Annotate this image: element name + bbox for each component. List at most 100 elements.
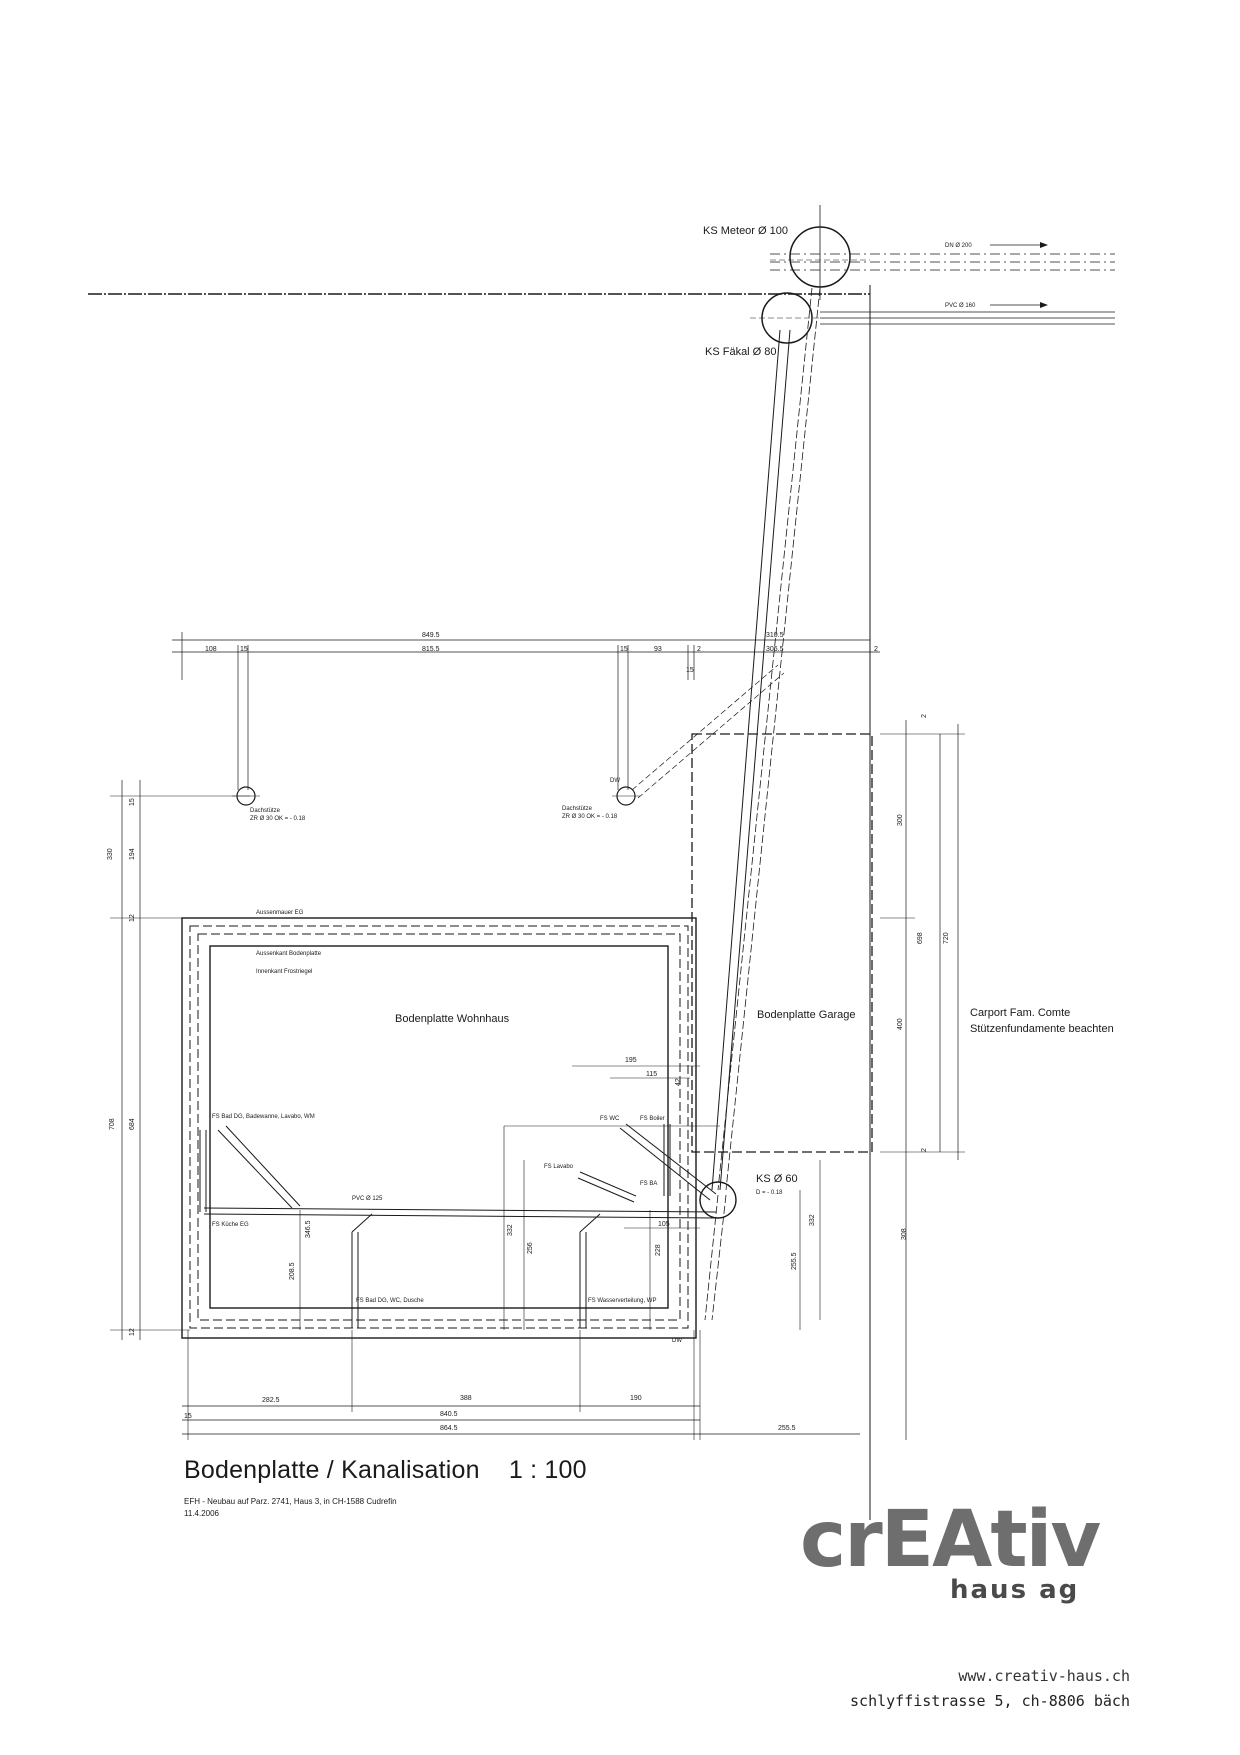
fs-kueche-label: FS Küche EG bbox=[212, 1222, 249, 1228]
drawing-title: Bodenplatte / Kanalisation 1 : 100 bbox=[184, 1456, 587, 1485]
pvc-125-line-1 bbox=[203, 1207, 717, 1213]
dim-2-b: 2 bbox=[874, 646, 878, 653]
project-description: EFH - Neubau auf Parz. 2741, Haus 3, in … bbox=[184, 1497, 397, 1506]
ks-60-level: D = - 0.18 bbox=[756, 1190, 783, 1196]
dim-815-5: 815.5 bbox=[422, 646, 440, 653]
dachstuetze-right-label: Dachstütze bbox=[562, 806, 593, 812]
fs-lavabo-label: FS Lavabo bbox=[544, 1164, 574, 1170]
company-url: www.creativ-haus.ch bbox=[958, 1667, 1130, 1685]
fs-bad-dg-label-1: FS Bad DG, Badewanne, Lavabo, WM bbox=[212, 1114, 315, 1120]
pipe-lavabo-1 bbox=[579, 1171, 637, 1197]
dim-332-b: 332 bbox=[809, 1214, 816, 1226]
pvc-125-label: PVC Ø 125 bbox=[352, 1196, 383, 1202]
pvc-125-line-2 bbox=[203, 1213, 717, 1219]
dim-15-bottom: 15 bbox=[184, 1413, 192, 1420]
dim-698: 698 bbox=[917, 932, 924, 944]
flow-arrowhead-pvc bbox=[1040, 302, 1048, 308]
dim-684: 684 bbox=[129, 1118, 136, 1130]
dim-720: 720 bbox=[943, 932, 950, 944]
dachstuetze-left-spec: ZR Ø 30 OK = - 0.18 bbox=[250, 816, 306, 822]
dim-108: 108 bbox=[205, 646, 217, 653]
dim-400: 400 bbox=[897, 1018, 904, 1030]
dim-300: 300 bbox=[897, 814, 904, 826]
carport-note-2: Stützenfundamente beachten bbox=[970, 1023, 1114, 1035]
dim-2-right-b: 2 bbox=[921, 1148, 928, 1152]
garage-slab bbox=[691, 733, 873, 1153]
ks-60-manhole bbox=[699, 1181, 737, 1219]
fs-bad-dg-label-2: FS Bad DG, WC, Dusche bbox=[356, 1298, 424, 1304]
drain-to-dw bbox=[704, 1194, 719, 1321]
pipe-bad-diag-2 bbox=[225, 1125, 301, 1207]
flow-arrowhead-dn bbox=[1040, 242, 1048, 248]
dim-15-a: 15 bbox=[240, 646, 248, 653]
dim-256: 256 bbox=[527, 1242, 534, 1254]
pipe-wc-2 bbox=[625, 1123, 717, 1195]
dim-864-5: 864.5 bbox=[440, 1425, 458, 1432]
fs-ba-label: FS BA bbox=[640, 1181, 657, 1187]
dim-330: 330 bbox=[107, 848, 114, 860]
ks-meteor-label: KS Meteor Ø 100 bbox=[703, 225, 788, 237]
aussenkant-label: Aussenkant Bodenplatte bbox=[256, 951, 322, 957]
downpipe-diagonal-2 bbox=[637, 672, 785, 799]
logo-subtitle: haus ag bbox=[950, 1575, 1080, 1605]
dim-849-5: 849.5 bbox=[422, 632, 440, 639]
pipe-lavabo-2 bbox=[577, 1177, 635, 1203]
dim-115: 115 bbox=[646, 1071, 657, 1078]
dim-310-5: 310.5 bbox=[766, 632, 784, 639]
company-logo: crEAtiv haus ag bbox=[800, 1495, 1130, 1655]
dim-195: 195 bbox=[625, 1057, 637, 1064]
dim-12-left-b: 12 bbox=[129, 1328, 136, 1336]
pipe-bad-diag-1 bbox=[217, 1129, 293, 1209]
logo-wordmark: crEAtiv bbox=[800, 1495, 1101, 1585]
main-drain-2 bbox=[719, 329, 791, 1191]
house-outer-wall bbox=[181, 917, 697, 1339]
aussenmauer-label: Aussenmauer EG bbox=[256, 910, 304, 916]
ks-faekal-label: KS Fäkal Ø 80 bbox=[705, 346, 777, 358]
main-drain-4 bbox=[717, 287, 813, 1191]
dim-208-5: 208.5 bbox=[289, 1262, 296, 1280]
pipe-shower-3 bbox=[351, 1213, 373, 1233]
innenkant-label: Innenkant Frostriegel bbox=[256, 969, 312, 975]
dachstuetze-left-label: Dachstütze bbox=[250, 808, 281, 814]
downpipe-diagonal-1 bbox=[631, 664, 779, 791]
dim-194: 194 bbox=[129, 848, 136, 860]
dim-42: 42 bbox=[675, 1078, 682, 1086]
dachstuetze-right-spec: ZR Ø 30 OK = - 0.18 bbox=[562, 814, 618, 820]
dn-200-label: DN Ø 200 bbox=[945, 243, 972, 249]
carport-note-1: Carport Fam. Comte bbox=[970, 1007, 1070, 1019]
drain-to-dw-2 bbox=[711, 1194, 727, 1321]
main-drain-3 bbox=[725, 287, 821, 1191]
room-label-garage: Bodenplatte Garage bbox=[757, 1009, 855, 1021]
dim-15-b: 15 bbox=[620, 646, 628, 653]
dim-228: 228 bbox=[655, 1244, 662, 1256]
dim-15-c: 15 bbox=[686, 667, 694, 674]
dim-15-left: 15 bbox=[129, 798, 136, 806]
drawing-scale: 1 : 100 bbox=[508, 1456, 587, 1484]
dim-346-5: 346.5 bbox=[305, 1220, 312, 1238]
dim-12-left: 12 bbox=[129, 914, 136, 922]
dim-2-right-a: 2 bbox=[921, 714, 928, 718]
fs-boiler-label: FS Boiler bbox=[640, 1116, 665, 1122]
dim-840-5: 840.5 bbox=[440, 1411, 458, 1418]
drawing-title-main: Bodenplatte / Kanalisation bbox=[184, 1456, 480, 1484]
drawing-date: 11.4.2006 bbox=[184, 1509, 219, 1518]
house-slab-edge bbox=[189, 925, 689, 1329]
dim-93: 93 bbox=[654, 646, 662, 653]
dim-708: 708 bbox=[109, 1118, 116, 1130]
dim-306-5: 306.5 bbox=[766, 646, 784, 653]
house-frost-inner bbox=[197, 933, 681, 1321]
fs-wc-label: FS WC bbox=[600, 1116, 620, 1122]
pipe-wc-1 bbox=[619, 1127, 711, 1201]
ks-60-label: KS Ø 60 bbox=[756, 1173, 798, 1185]
house-slab-inner bbox=[209, 945, 669, 1309]
pvc-160-label: PVC Ø 160 bbox=[945, 303, 976, 309]
dim-255-5-v: 255.5 bbox=[791, 1252, 798, 1270]
dim-388: 388 bbox=[460, 1395, 472, 1402]
dim-282-5: 282.5 bbox=[262, 1397, 280, 1404]
dim-308: 308 bbox=[901, 1228, 908, 1240]
room-label-wohnhaus: Bodenplatte Wohnhaus bbox=[395, 1013, 510, 1025]
fs-wasserverteilung-label: FS Wasserverteilung, WP bbox=[588, 1298, 656, 1304]
dim-190: 190 bbox=[630, 1395, 642, 1402]
dw-label-top: DW bbox=[610, 778, 620, 784]
